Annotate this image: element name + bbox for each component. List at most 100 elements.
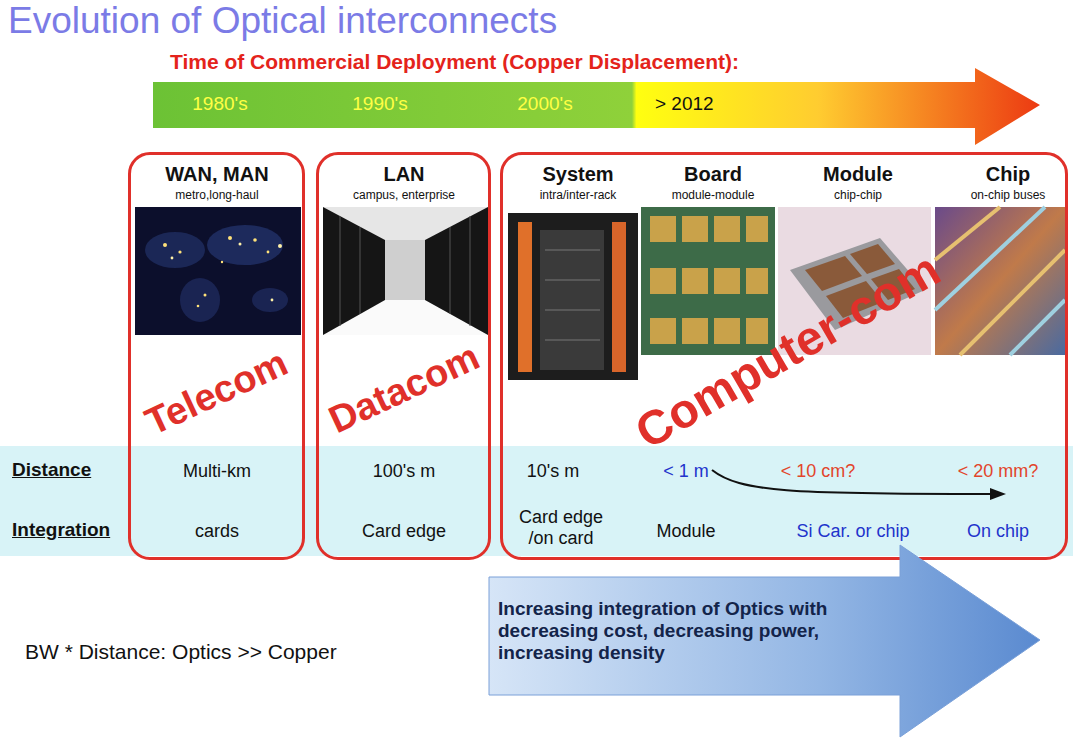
column-heading: LAN — [383, 163, 424, 186]
chip-photo — [935, 207, 1065, 355]
city-light — [221, 261, 223, 263]
city-light — [278, 244, 282, 248]
datacom-group: LAN campus, enterpriseDatacom 100's m Card … — [316, 152, 491, 560]
integration-value: Card edge /on card — [511, 507, 611, 548]
chip-module — [682, 318, 708, 344]
column-heading: Chip — [986, 163, 1030, 186]
rack-slot — [545, 310, 600, 311]
server-racks — [323, 207, 385, 335]
column-subheading: metro,long-haul — [175, 189, 258, 203]
decade-label: 1980's — [192, 93, 247, 115]
city-light — [267, 251, 270, 254]
arrow-body — [489, 545, 1040, 737]
distance-value: Multi-km — [183, 461, 251, 482]
rack-seam — [340, 216, 341, 326]
server-racks — [425, 207, 488, 335]
earth-at-night-photo — [135, 207, 301, 335]
distance-value: 100's m — [373, 461, 435, 482]
city-light — [171, 257, 174, 260]
photo-ground — [508, 213, 638, 380]
column-heading: Board — [684, 163, 742, 186]
column-heading: System — [542, 163, 613, 186]
continent — [252, 288, 288, 312]
trend-arrow-box: Increasing integration of Optics with de… — [488, 540, 1048, 738]
city-light — [239, 243, 242, 246]
distance-value: < 1 m — [663, 461, 709, 482]
chip-module — [746, 216, 768, 242]
integration-value: Module — [656, 521, 715, 542]
arrow-text: Increasing integration of Optics with de… — [498, 598, 918, 664]
die-stripe — [935, 207, 1000, 260]
integration-value: Si Car. or chip — [796, 521, 909, 542]
rack-seam — [360, 227, 361, 314]
city-light — [271, 299, 274, 302]
column-subheading: on-chip buses — [971, 189, 1046, 203]
die-stripe — [1010, 300, 1065, 355]
continent — [207, 225, 283, 265]
arrowhead — [990, 488, 1006, 500]
board-photo — [641, 207, 775, 355]
chip-module — [714, 268, 740, 294]
chip-module — [650, 318, 676, 344]
row-label: Distance — [12, 459, 91, 481]
integration-value: On chip — [967, 521, 1029, 542]
arrow-body — [153, 68, 1040, 145]
rack-slot — [545, 340, 600, 341]
photo-ground — [323, 207, 488, 335]
city-light — [228, 236, 232, 240]
city-light — [197, 305, 200, 308]
timeline-arrow: Time of Commercial Deployment (Copper Di… — [150, 48, 1045, 148]
city-light — [204, 294, 207, 297]
column-subheading: chip-chip — [834, 189, 882, 203]
distance-value: 10's m — [527, 461, 579, 482]
distance-value: < 20 mm? — [958, 461, 1039, 482]
metric-band — [0, 446, 1073, 556]
optical-cable-bundle — [612, 222, 626, 372]
photo-ground — [135, 207, 301, 335]
column-subheading: intra/inter-rack — [540, 189, 617, 203]
group-name: Telecom — [139, 341, 295, 445]
title: Evolution of Optical interconnects — [8, 0, 557, 43]
optical-cable-bundle — [518, 222, 532, 372]
photo-ground — [641, 207, 775, 355]
column-subheading: campus, enterprise — [353, 189, 455, 203]
distance-value: < 10 cm? — [781, 461, 856, 482]
decade-label: > 2012 — [655, 93, 714, 115]
decade-label: 2000's — [517, 93, 572, 115]
group-name: Datacom — [322, 335, 486, 442]
note: BW * Distance: Optics >> Copper — [25, 640, 337, 664]
chip-module — [746, 268, 768, 294]
rack-slot — [545, 250, 600, 251]
integration-value: Card edge — [362, 521, 446, 542]
rack-photo — [508, 213, 638, 380]
telecom-group: WAN, MAN metro,long-haulTelecomMulti-km ca… — [128, 152, 305, 560]
chip-module — [650, 216, 676, 242]
city-light — [253, 238, 257, 242]
timeline-heading: Time of Commercial Deployment (Copper Di… — [170, 50, 739, 74]
city-light — [178, 250, 181, 253]
integration-value: cards — [195, 521, 239, 542]
chip-module — [714, 216, 740, 242]
photo-ground — [935, 207, 1065, 355]
city-light — [163, 243, 167, 247]
die-stripe — [935, 207, 1045, 310]
computer-com-group: System intra/inter-rack Board module-module… — [500, 152, 1068, 560]
chip-module — [682, 268, 708, 294]
data-center-photo — [323, 207, 488, 335]
chip-module — [682, 216, 708, 242]
group-name: Computer-com — [626, 241, 949, 459]
decade-label: 1990's — [352, 93, 407, 115]
chip-module — [714, 318, 740, 344]
back-wall — [385, 240, 425, 300]
rack-slot — [545, 280, 600, 281]
rack-seam — [470, 216, 471, 326]
column-subheading: module-module — [672, 189, 755, 203]
die-stripe — [960, 250, 1065, 355]
rack-frame — [540, 230, 604, 370]
rack-seam — [450, 227, 451, 314]
chip-module — [650, 268, 676, 294]
continent — [145, 232, 205, 268]
column-heading: WAN, MAN — [165, 163, 268, 186]
continent — [180, 278, 220, 322]
